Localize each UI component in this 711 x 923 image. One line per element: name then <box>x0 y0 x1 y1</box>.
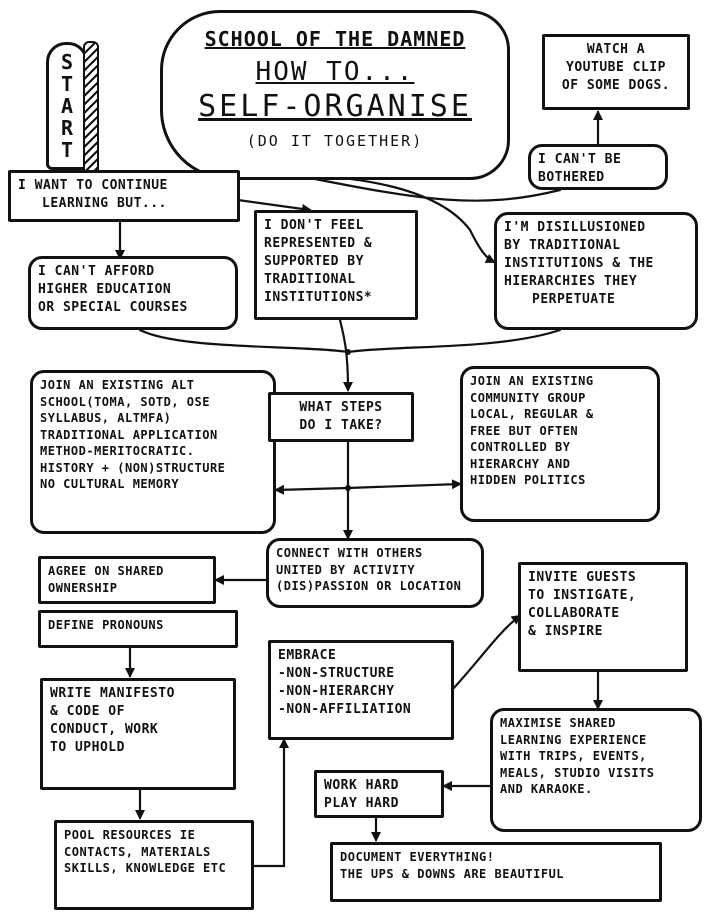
node-embrace: Embrace -non-structure -non-hierarchy -n… <box>268 640 454 740</box>
node-join-community: Join an existing community group local, … <box>460 366 660 522</box>
arrow-steps-to-alt <box>274 438 350 495</box>
title-line-2: How to... <box>255 57 415 87</box>
node-disillusioned: I'm disillusioned by traditional institu… <box>494 212 698 330</box>
title-bubble: School of the Damned How to... Self-Orga… <box>160 10 510 180</box>
start-hatch-decoration <box>83 41 99 175</box>
start-letter: T <box>60 138 74 162</box>
node-shared-ownership: Agree on shared ownership <box>38 556 216 604</box>
node-document-everything: Document everything! The ups & downs are… <box>330 842 662 902</box>
arrow-afford-to-steps <box>138 328 350 354</box>
arrow-disillusioned-to-steps <box>346 328 562 354</box>
arrow-continue-to-bothered <box>298 174 562 202</box>
node-not-represented: I don't feel represented & supported by … <box>254 210 418 320</box>
start-tower: S T A R T <box>46 41 99 175</box>
start-letter: R <box>60 116 74 140</box>
node-work-hard: Work hard play hard <box>314 770 444 818</box>
node-what-steps: What steps do I take? <box>268 392 414 442</box>
node-maximise: Maximise shared learning experience with… <box>490 708 702 832</box>
start-letter: T <box>60 72 74 96</box>
start-letter: A <box>60 94 74 118</box>
node-join-alt-school: Join an existing alt school(TOMA, SOTD, … <box>30 370 276 534</box>
arrow-embrace-to-invite <box>450 614 522 692</box>
node-watch-youtube: Watch a YouTube clip of some dogs. <box>542 34 690 110</box>
arrow-continue-to-represented <box>236 198 312 214</box>
title-line-4: (Do it together) <box>246 132 424 150</box>
node-invite-guests: Invite guests to instigate, collaborate … <box>518 562 688 672</box>
title-line-1: School of the Damned <box>204 27 466 51</box>
arrow-pool-to-embrace <box>250 738 289 868</box>
node-cant-afford: I can't afford higher education or speci… <box>28 256 238 330</box>
node-pool-resources: Pool resources ie contacts, materials sk… <box>54 820 254 910</box>
node-continue-learning: I want to continue learning but... <box>8 170 240 222</box>
node-write-manifesto: Write manifesto & code of conduct, work … <box>40 678 236 790</box>
node-cant-be-bothered: I can't be bothered <box>528 144 668 190</box>
node-define-pronouns: Define pronouns <box>38 610 238 648</box>
arrow-represented-to-steps <box>338 318 353 392</box>
node-connect-others: Connect with others united by activity (… <box>266 538 484 608</box>
start-letter: S <box>60 50 74 74</box>
title-line-3: Self-Organise <box>198 89 472 124</box>
arrow-steps-to-community <box>346 479 462 490</box>
